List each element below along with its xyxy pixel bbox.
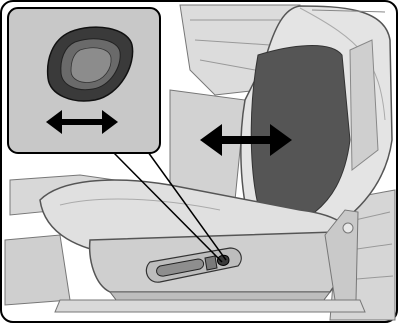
- lumbar-support-region: [251, 46, 350, 212]
- seatback-recline-switch[interactable]: [205, 256, 217, 270]
- inset-detail: [8, 8, 160, 153]
